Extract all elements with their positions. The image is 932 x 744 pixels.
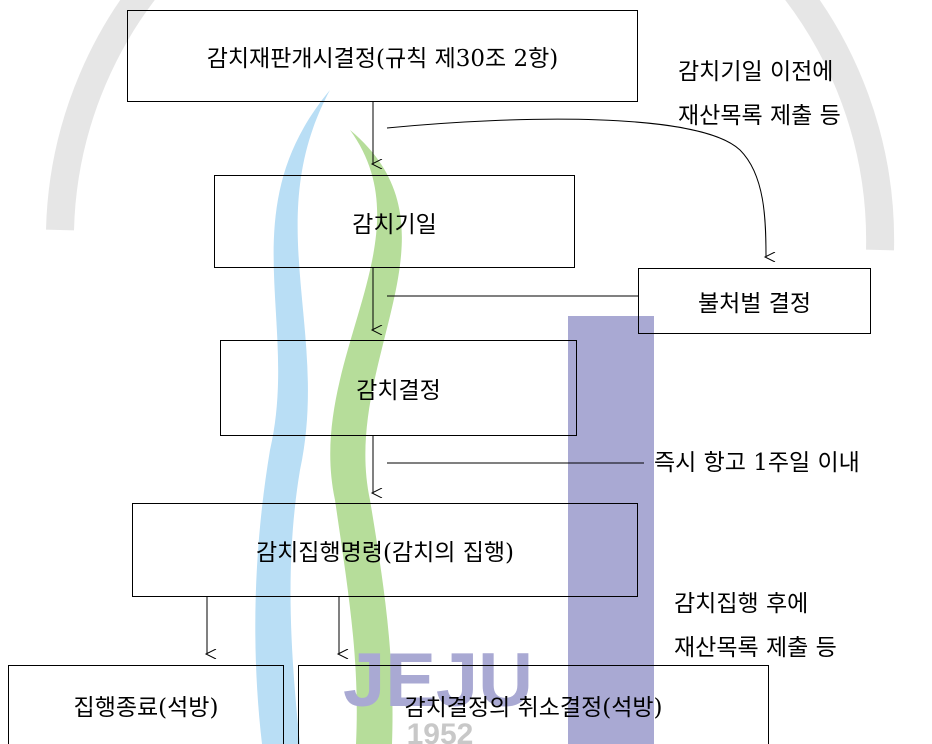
execution-order-box: 감치집행명령(감치의 집행) xyxy=(132,503,638,597)
after-execution-note: 감치집행 후에 재산목록 제출 등 xyxy=(674,582,837,670)
after-execution-line-1: 감치집행 후에 xyxy=(674,591,809,617)
no-punishment-label: 불처벌 결정 xyxy=(697,291,812,317)
before-hearing-line-1: 감치기일 이전에 xyxy=(678,59,834,85)
watermark-cyan-stripe xyxy=(255,90,330,744)
after-execution-line-2: 재산목록 제출 등 xyxy=(674,635,837,661)
arrow-to-no-punishment xyxy=(386,118,766,257)
detention-decision-label: 감치결정 xyxy=(356,378,441,404)
appeal-note: 즉시 항고 1주일 이내 xyxy=(654,441,860,485)
start-decision-box: 감치재판개시결정(규칙 제30조 2항) xyxy=(127,10,638,102)
start-decision-label: 감치재판개시결정(규칙 제30조 2항) xyxy=(206,46,559,72)
no-punishment-box: 불처벌 결정 xyxy=(638,268,871,334)
cancellation-label: 감치결정의 취소결정(석방) xyxy=(404,695,663,721)
detention-decision-box: 감치결정 xyxy=(220,340,577,436)
watermark-green-stripe xyxy=(330,130,402,744)
hearing-date-label: 감치기일 xyxy=(352,211,437,238)
cancellation-box: 감치결정의 취소결정(석방) xyxy=(298,665,769,744)
execution-end-box: 집행종료(석방) xyxy=(8,665,284,744)
before-hearing-note: 감치기일 이전에 재산목록 제출 등 xyxy=(678,50,841,138)
watermark-text: JEJU xyxy=(343,638,533,723)
hearing-date-box: 감치기일 xyxy=(214,175,575,268)
before-hearing-line-2: 재산목록 제출 등 xyxy=(678,103,841,129)
execution-end-label: 집행종료(석방) xyxy=(73,695,219,721)
watermark-blue-bar xyxy=(568,316,654,744)
watermark-year: 1952 xyxy=(407,718,474,744)
execution-order-label: 감치집행명령(감치의 집행) xyxy=(255,540,515,566)
appeal-label: 즉시 항고 1주일 이내 xyxy=(654,450,860,476)
